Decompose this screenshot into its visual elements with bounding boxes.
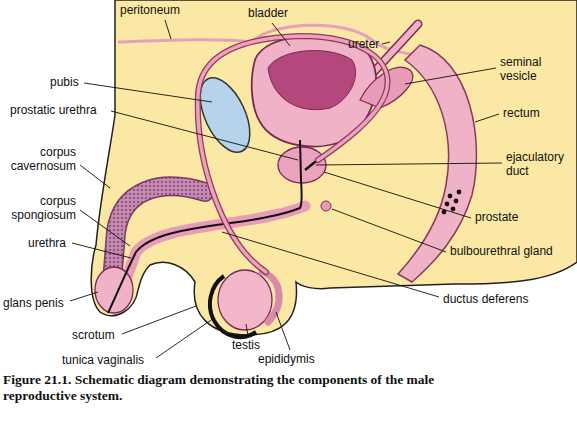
part-label: scrotum: [72, 328, 115, 342]
leader-line: [165, 20, 171, 39]
sphincter-dots: [442, 190, 462, 215]
leader-line: [475, 114, 499, 122]
part-label: prostatic urethra: [10, 103, 97, 117]
part-label: ureter: [348, 37, 379, 51]
sphincter-dot: [448, 194, 453, 199]
leader-line: [70, 292, 98, 301]
sphincter-dot: [445, 202, 450, 207]
leader-line: [272, 23, 290, 46]
corpus-spongiosum-shape: [126, 206, 305, 280]
leader-lines: [70, 20, 502, 358]
leader-line: [316, 163, 502, 165]
leader-line: [111, 111, 298, 160]
part-label: peritoneum: [120, 3, 180, 17]
leader-line: [222, 232, 439, 297]
figure-caption: Figure 21.1. Schematic diagram demonstra…: [3, 372, 508, 404]
leader-line: [72, 243, 131, 258]
part-label: rectum: [503, 106, 540, 120]
leader-line: [324, 172, 471, 218]
part-label: pubis: [50, 75, 79, 89]
leader-line: [156, 318, 214, 358]
testis-shape: [218, 270, 272, 330]
sphincter-dot: [454, 199, 459, 204]
part-label: bulbourethral gland: [450, 244, 553, 258]
part-label: testis: [232, 338, 260, 352]
body-section: [91, 0, 577, 335]
part-label: urethra: [28, 236, 66, 250]
part-label: seminal vesicle: [500, 55, 560, 83]
part-label: tunica vaginalis: [62, 353, 144, 367]
tunica-vaginalis-shape: [210, 276, 256, 337]
bulbourethral-gland-shape: [321, 201, 331, 211]
sphincter-dot: [457, 190, 462, 195]
leader-line: [246, 324, 248, 336]
glans-shape: [95, 267, 133, 313]
leader-line: [122, 306, 196, 334]
part-label: corpus spongiosum: [8, 194, 76, 222]
part-label: ejaculatory duct: [506, 150, 568, 178]
ductus-deferens-outline: [198, 36, 388, 272]
part-label: prostate: [475, 210, 518, 224]
leader-line: [80, 165, 110, 188]
leader-line: [84, 83, 212, 102]
part-label: epididymis: [258, 352, 315, 366]
leader-line: [382, 42, 390, 44]
part-label: corpus cavernosum: [8, 145, 76, 173]
sphincter-dot: [451, 207, 456, 212]
bladder-lumen: [268, 51, 356, 110]
ductus-deferens-tube: [198, 36, 388, 272]
leader-line: [276, 312, 290, 350]
part-label: glans penis: [3, 296, 64, 310]
part-label: bladder: [248, 6, 288, 20]
leader-line: [405, 68, 496, 84]
leader-line: [332, 209, 446, 252]
leader-line: [80, 210, 130, 246]
part-label: ductus deferens: [443, 292, 528, 306]
